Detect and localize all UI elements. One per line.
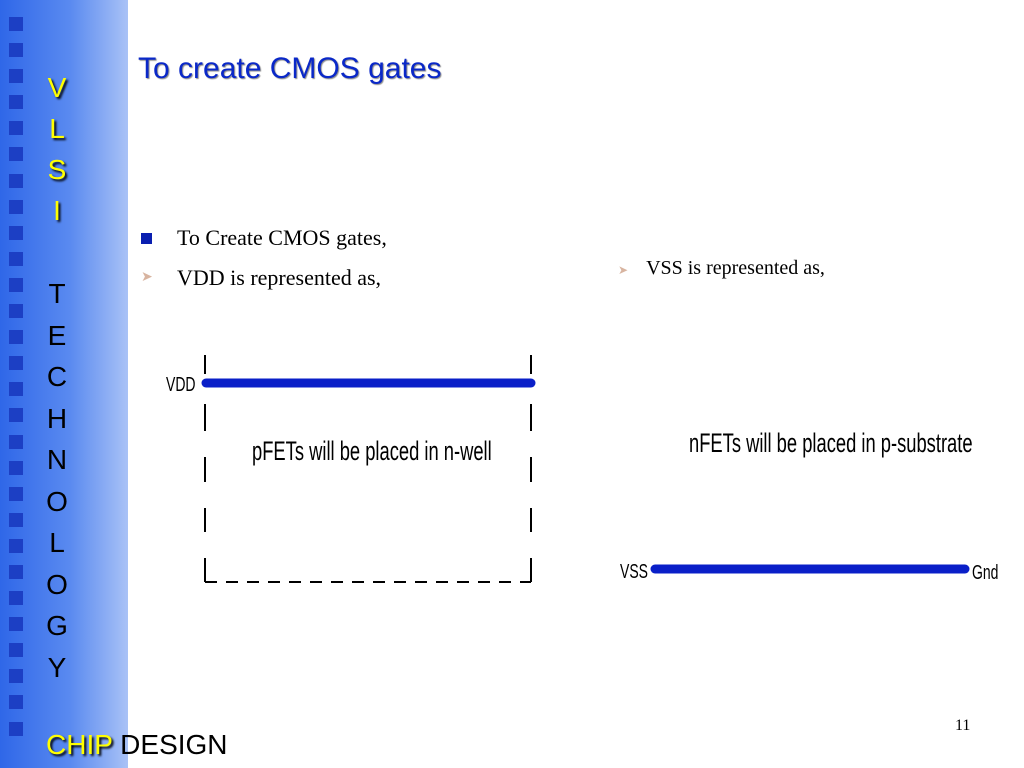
sidebar-square bbox=[9, 564, 23, 579]
vertical-letter: L bbox=[49, 527, 65, 558]
sidebar-square bbox=[9, 17, 23, 31]
sidebar-square bbox=[9, 330, 23, 345]
sidebar-square bbox=[9, 538, 23, 553]
brand-chip: CHIP bbox=[46, 729, 113, 760]
vss-bullet: ➤ VSS is represented as, bbox=[618, 257, 825, 280]
sidebar-square bbox=[9, 43, 23, 58]
sidebar-square bbox=[9, 617, 23, 632]
vertical-letter: C bbox=[46, 361, 68, 392]
sidebar-square bbox=[9, 643, 23, 658]
vertical-letter: O bbox=[46, 485, 68, 517]
sidebar-square bbox=[9, 356, 23, 371]
sidebar-square bbox=[9, 669, 23, 684]
sidebar-square bbox=[9, 460, 23, 475]
vertical-letter: S bbox=[47, 154, 67, 185]
bullet-text: To Create CMOS gates, bbox=[177, 225, 387, 250]
vertical-letter: L bbox=[49, 113, 65, 144]
nfet-note: nFETs will be placed in p-substrate bbox=[689, 427, 973, 457]
sidebar-square bbox=[9, 591, 23, 606]
vertical-letter: V bbox=[47, 72, 67, 103]
bullet-text: VDD is represented as, bbox=[177, 265, 382, 290]
vss-label: VSS bbox=[620, 559, 648, 582]
vertical-letter: H bbox=[46, 402, 68, 434]
sidebar-square bbox=[9, 486, 23, 501]
pfet-note: pFETs will be placed in n-well bbox=[252, 435, 492, 465]
brand-design: DESIGN bbox=[120, 729, 228, 760]
sidebar-square bbox=[9, 173, 23, 188]
sidebar-square bbox=[9, 408, 23, 423]
sidebar-square bbox=[9, 199, 23, 214]
sidebar-square bbox=[9, 721, 23, 736]
sidebar-square bbox=[9, 121, 23, 136]
chip-design-brand: CHIP DESIGN bbox=[46, 729, 228, 761]
vertical-letter: G bbox=[46, 610, 68, 641]
sidebar-square bbox=[9, 95, 23, 110]
sidebar-square bbox=[9, 147, 23, 162]
square-bullet-icon bbox=[141, 223, 152, 256]
n-well-boundary bbox=[204, 355, 532, 583]
sidebar-square bbox=[9, 304, 23, 319]
bullet-text: VSS is represented as, bbox=[646, 257, 825, 279]
bullet-item: To Create CMOS gates, bbox=[140, 223, 387, 263]
sidebar-square-column bbox=[9, 17, 25, 748]
vdd-label: VDD bbox=[166, 372, 196, 395]
sidebar-square bbox=[9, 512, 23, 527]
sidebar-square bbox=[9, 434, 23, 449]
vertical-letter: I bbox=[53, 195, 61, 226]
sidebar-square bbox=[9, 695, 23, 710]
vertical-letter: N bbox=[46, 444, 68, 475]
page-number: 11 bbox=[955, 717, 971, 734]
sidebar-square bbox=[9, 382, 23, 397]
sidebar-square bbox=[9, 225, 23, 240]
sidebar-square bbox=[9, 277, 23, 292]
bullet-item: ➤ VDD is represented as, bbox=[140, 263, 387, 303]
arrow-bullet-icon: ➤ bbox=[618, 263, 629, 277]
gnd-label: Gnd bbox=[972, 560, 998, 583]
vertical-letter: O bbox=[46, 568, 68, 600]
vertical-letter: Y bbox=[47, 651, 67, 683]
arrow-bullet-icon: ➤ bbox=[141, 270, 153, 285]
bullet-list: To Create CMOS gates, ➤ VDD is represent… bbox=[140, 223, 387, 303]
vertical-letter: T bbox=[48, 278, 66, 309]
slide-title: To create CMOS gates bbox=[138, 52, 442, 85]
vertical-letter: E bbox=[47, 319, 67, 351]
sidebar-square bbox=[9, 69, 23, 84]
sidebar-square bbox=[9, 251, 23, 266]
